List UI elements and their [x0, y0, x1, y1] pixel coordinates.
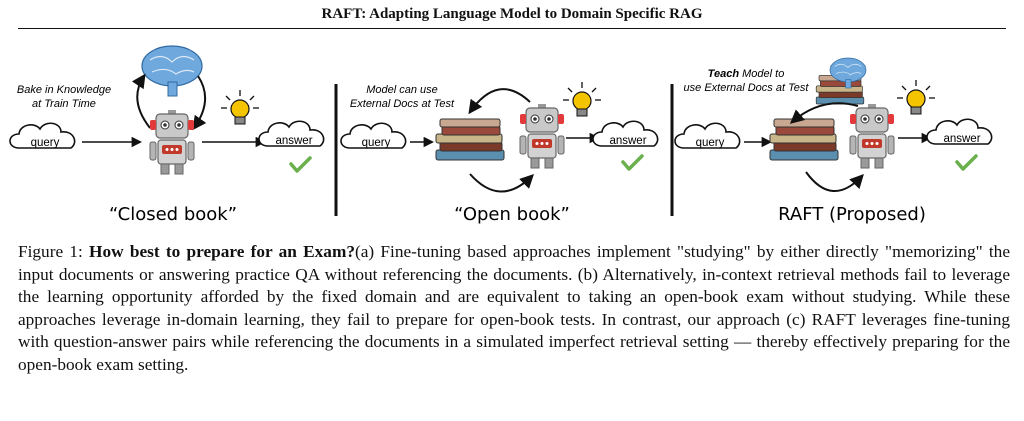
panel-closed-book: Bake in Knowledge at Train Time query an… [9, 45, 325, 225]
lightbulb-icon [562, 81, 602, 117]
books-icon [769, 118, 839, 161]
caption-text: (a) Fine-tuning based approaches impleme… [18, 242, 1010, 374]
caption-label: Figure 1: [18, 242, 90, 261]
closed-book-annotation-line2: at Train Time [32, 98, 96, 110]
raft-annotation-rest: Model to [739, 68, 784, 80]
raft-query-label: query [696, 137, 725, 149]
open-book-annotation-line2: External Docs at Test [350, 98, 455, 110]
robot-icon [849, 103, 895, 169]
open-book-query-label: query [362, 137, 391, 149]
check-icon [621, 154, 644, 171]
header-rule [18, 28, 1006, 29]
caption-bold: How best to prepare for an Exam? [89, 242, 355, 261]
raft-answer-label: answer [943, 133, 980, 145]
robot-icon [149, 109, 195, 175]
raft-annotation-line2: use External Docs at Test [684, 82, 810, 94]
open-book-answer-label: answer [609, 135, 646, 147]
raft-annotation-line1: Teach Model to [708, 68, 785, 80]
check-icon [289, 156, 312, 173]
raft-annotation-bold: Teach [708, 68, 740, 80]
paper-header: RAFT: Adapting Language Model to Domain … [321, 6, 703, 22]
open-book-retrieve-arrow-top [468, 88, 531, 115]
check-icon [955, 154, 978, 171]
panel-raft: Teach Model to use External Docs at Test… [674, 57, 993, 225]
open-book-title: “Open book” [454, 204, 570, 225]
lightbulb-icon [896, 79, 936, 115]
robot-icon [519, 103, 565, 169]
figure-1: Bake in Knowledge at Train Time query an… [9, 45, 993, 225]
panel-open-book: Model can use External Docs at Test quer… [340, 81, 659, 225]
raft-title: RAFT (Proposed) [778, 204, 926, 225]
books-icon [435, 118, 505, 161]
closed-book-loop-arrow-left [131, 73, 151, 129]
open-book-retrieve-arrow-bottom [469, 173, 534, 193]
closed-book-loop-arrow-right [192, 75, 207, 131]
closed-book-query-label: query [31, 137, 60, 149]
open-book-annotation-line1: Model can use [366, 84, 438, 96]
lightbulb-icon [220, 89, 260, 125]
closed-book-annotation-line1: Bake in Knowledge [17, 84, 111, 96]
figure-caption: Figure 1: How best to prepare for an Exa… [18, 241, 1010, 376]
raft-retrieve-arrow-bottom [805, 171, 864, 193]
closed-book-title: “Closed book” [109, 204, 237, 225]
closed-book-answer-label: answer [275, 135, 312, 147]
brain-icon [141, 45, 203, 97]
raft-retrieve-arrow-top [789, 102, 859, 124]
